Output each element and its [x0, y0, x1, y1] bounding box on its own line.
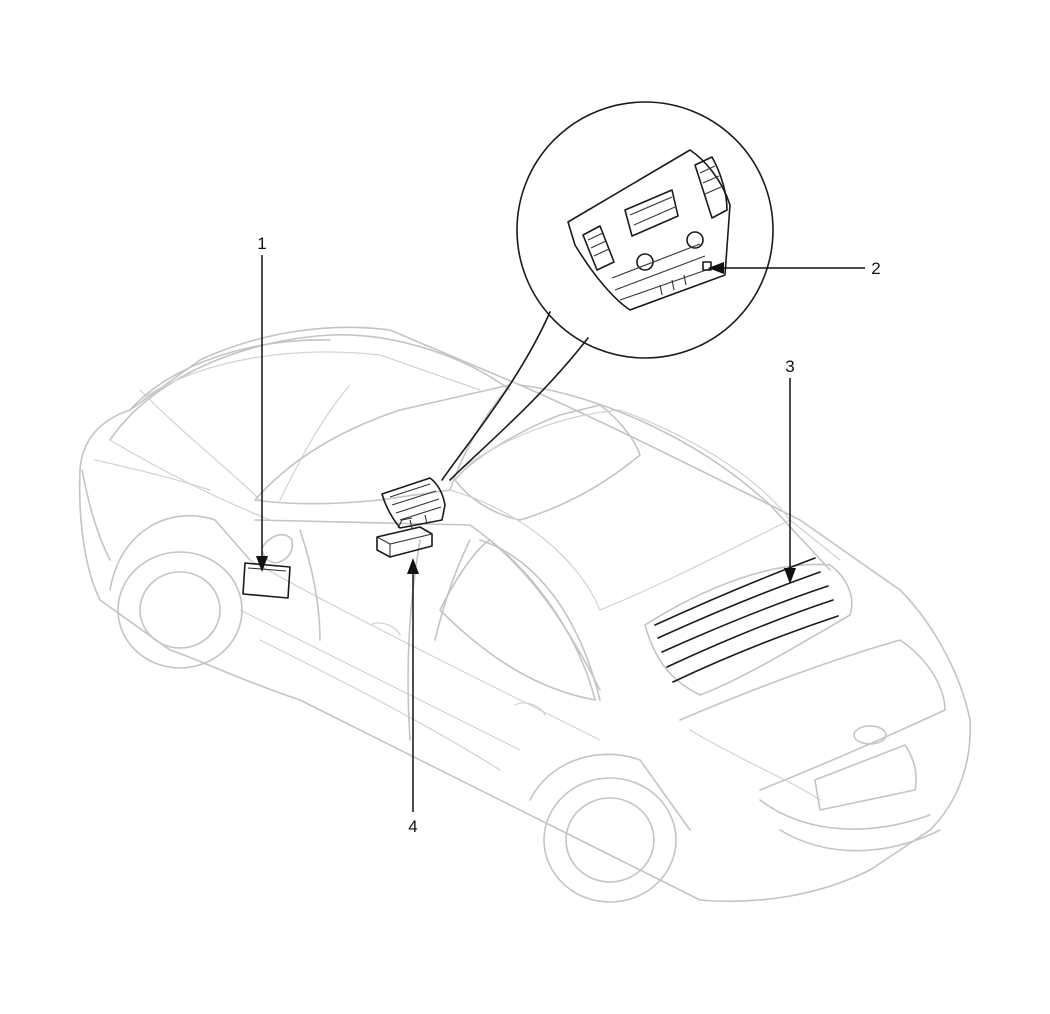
- callout-3: 3: [785, 357, 794, 376]
- arrowhead-4: [407, 558, 419, 574]
- callout-4: 4: [408, 817, 417, 836]
- arrowhead-2: [708, 262, 724, 274]
- amplifier-module-icon: [376, 517, 433, 558]
- callout-1: 1: [257, 234, 266, 253]
- leader-lines: [256, 255, 865, 812]
- side-mirror-antenna-icon: [242, 562, 291, 599]
- car-outline: [78, 326, 972, 903]
- arrowhead-1: [256, 556, 268, 572]
- arrowhead-3: [784, 568, 796, 584]
- magnifier-circle-detail-icon: [441, 101, 774, 481]
- rear-window-glass-antenna-icon: [654, 557, 839, 683]
- audio-head-unit-icon: [381, 477, 446, 529]
- callout-2: 2: [871, 259, 880, 278]
